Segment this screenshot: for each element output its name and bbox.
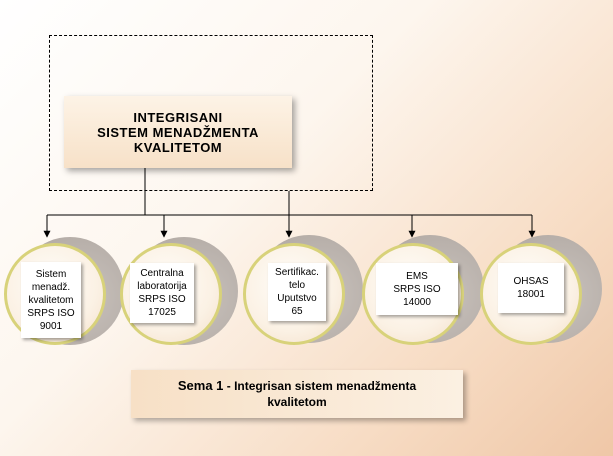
- node-label: OHSAS 18001: [498, 263, 564, 313]
- caption-text: - Integrisan sistem menadžmenta kvalitet…: [226, 379, 417, 409]
- node-label: EMS SRPS ISO 14000: [376, 263, 458, 315]
- node-label: Sertifikac. telo Uputstvo 65: [268, 263, 326, 321]
- diagram-caption: Sema 1 - Integrisan sistem menadžmenta k…: [131, 370, 463, 418]
- node-label: Sistem menadž. kvalitetom SRPS ISO 9001: [21, 262, 81, 338]
- node-label: Centralna laboratorija SRPS ISO 17025: [130, 263, 194, 323]
- main-system-box: INTEGRISANI SISTEM MENADŽMENTA KVALITETO…: [64, 96, 292, 168]
- main-system-title: INTEGRISANI SISTEM MENADŽMENTA KVALITETO…: [97, 109, 259, 155]
- integrated-system-frame: [49, 35, 373, 191]
- caption-lead: Sema 1: [177, 378, 224, 393]
